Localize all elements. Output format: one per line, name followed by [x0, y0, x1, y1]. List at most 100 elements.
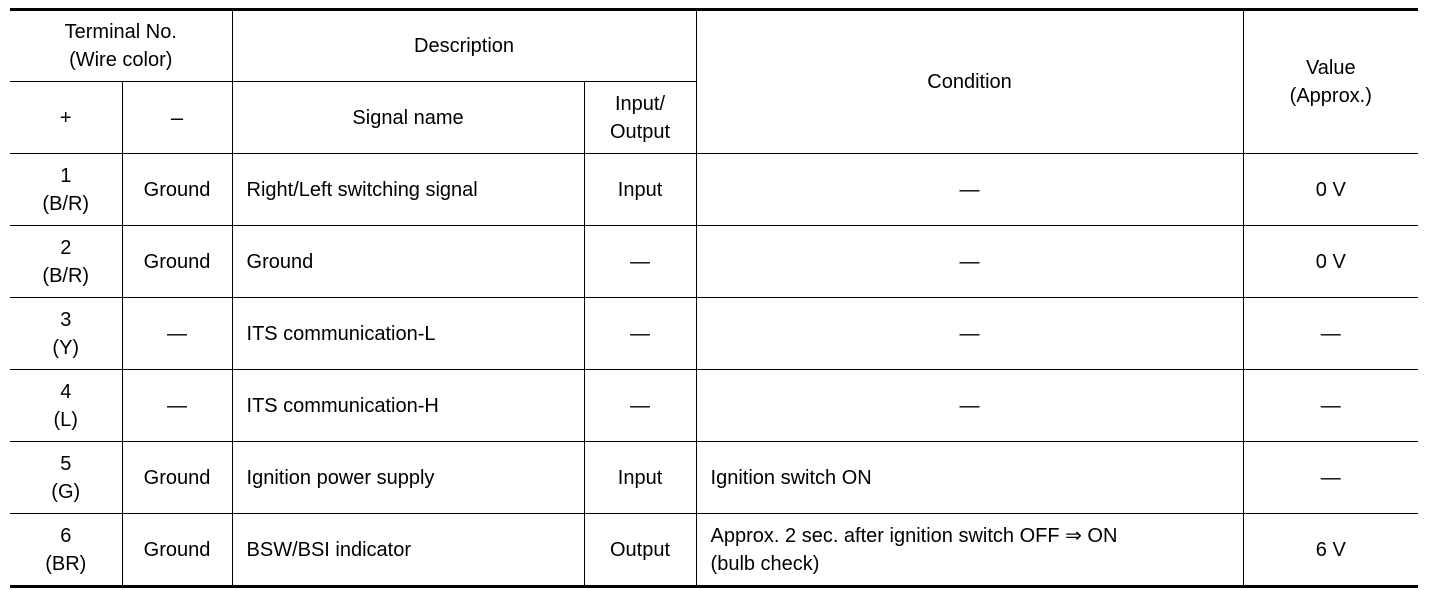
minus-cell-text: Ground	[143, 178, 211, 201]
condition-cell: —	[695, 153, 1244, 226]
terminal-cell-text: 3	[60, 308, 72, 331]
terminal-cell: 5 (G)	[10, 441, 123, 514]
signal-name-cell-text: BSW/BSI indicator	[246, 538, 412, 561]
value-cell: 6 V	[1242, 513, 1419, 588]
table-row: 2 (B/R) Ground Ground — — 0 V	[10, 225, 1419, 298]
minus-cell-text: —	[167, 322, 187, 345]
input-output-cell: —	[583, 225, 697, 298]
signal-name-cell-text: Ignition power supply	[246, 466, 435, 489]
terminal-cell-text: 1	[60, 164, 72, 187]
value-cell: —	[1242, 369, 1419, 442]
terminal-cell-text: 6	[60, 524, 72, 547]
terminal-cell: 6 (BR)	[10, 513, 123, 588]
input-output-cell-text: Output	[610, 538, 671, 561]
input-output-cell-text: Input	[617, 178, 663, 201]
minus-cell: Ground	[121, 441, 233, 514]
value-header-line2: (Approx.)	[1289, 85, 1372, 107]
terminal-cell-text: (B/R)	[42, 264, 90, 287]
table-row: 4 (L) — ITS communication-H — — —	[10, 369, 1419, 442]
terminal-cell: 4 (L)	[10, 369, 123, 442]
condition-header: Condition	[695, 8, 1244, 154]
terminal-cell: 1 (B/R)	[10, 153, 123, 226]
value-cell: 0 V	[1242, 153, 1419, 226]
table-row: 1 (B/R) Ground Right/Left switching signal I…	[10, 153, 1419, 226]
value-cell-text: —	[1320, 394, 1341, 417]
value-cell-text: —	[1320, 322, 1341, 345]
terminal-spec-table: Terminal No. (Wire color) Description Co…	[10, 8, 1419, 588]
signal-name-cell: ITS communication-H	[231, 369, 585, 442]
condition-cell: —	[695, 369, 1244, 442]
input-output-cell: Input	[583, 153, 697, 226]
minus-cell: Ground	[121, 513, 233, 588]
terminal-cell-text: (BR)	[45, 552, 87, 575]
condition-cell-text: —	[959, 322, 980, 345]
signal-name-cell-text: Ground	[246, 250, 314, 273]
value-cell: 0 V	[1242, 225, 1419, 298]
signal-name-cell-text: ITS communication-H	[246, 394, 439, 417]
input-output-cell-text: Input	[617, 466, 663, 489]
signal-name-cell-text: ITS communication-L	[246, 322, 436, 345]
condition-cell-text: (bulb check)	[710, 552, 820, 575]
terminal-cell-text: 2	[60, 236, 72, 259]
input-output-cell: Input	[583, 441, 697, 514]
condition-cell: —	[695, 225, 1244, 298]
description-header: Description	[231, 8, 697, 82]
terminal-header-line1: Terminal No.	[64, 21, 177, 43]
minus-cell: —	[121, 369, 233, 442]
terminal-cell-text: (B/R)	[42, 192, 90, 215]
input-output-cell-text: —	[630, 250, 651, 273]
condition-cell-text: —	[959, 394, 980, 417]
condition-cell: —	[695, 297, 1244, 370]
signal-name-header: Signal name	[231, 81, 585, 154]
minus-cell-text: Ground	[143, 538, 211, 561]
table-row: 5 (G) Ground Ignition power supply Input Igni…	[10, 441, 1419, 514]
input-output-cell-text: —	[630, 322, 651, 345]
terminal-header-line2: (Wire color)	[69, 49, 173, 71]
condition-cell-text: Ignition switch ON	[710, 466, 872, 489]
minus-cell: Ground	[121, 153, 233, 226]
table-row: 6 (BR) Ground BSW/BSI indicator Output Approx…	[10, 513, 1419, 588]
value-cell: —	[1242, 441, 1419, 514]
signal-name-cell: Ground	[231, 225, 585, 298]
condition-cell: Ignition switch ON	[695, 441, 1244, 514]
table-row: 3 (Y) — ITS communication-L — — —	[10, 297, 1419, 370]
input-output-cell-text: —	[630, 394, 651, 417]
minus-cell: —	[121, 297, 233, 370]
header-row-1: Terminal No. (Wire color) Description Co…	[10, 8, 1419, 154]
signal-name-cell: BSW/BSI indicator	[231, 513, 585, 588]
value-cell: —	[1242, 297, 1419, 370]
signal-name-cell: Ignition power supply	[231, 441, 585, 514]
input-output-cell: Output	[583, 513, 697, 588]
minus-cell-text: —	[167, 394, 187, 417]
minus-cell-text: Ground	[143, 250, 211, 273]
condition-cell-text: —	[959, 178, 980, 201]
value-header-line1: Value	[1305, 57, 1356, 79]
signal-name-cell: ITS communication-L	[231, 297, 585, 370]
minus-header: –	[121, 81, 233, 154]
condition-cell-text: Approx. 2 sec. after ignition switch OFF…	[710, 524, 1118, 547]
plus-header: +	[10, 81, 123, 154]
input-output-cell: —	[583, 369, 697, 442]
value-cell-text: —	[1320, 466, 1341, 489]
io-header-line1: Input/	[615, 92, 666, 115]
terminal-cell-text: 4	[60, 380, 72, 403]
condition-cell-text: —	[959, 250, 980, 273]
value-cell-text: 6 V	[1315, 538, 1346, 561]
input-output-header: Input/ Output	[583, 81, 697, 154]
minus-cell: Ground	[121, 225, 233, 298]
value-header: Value (Approx.)	[1242, 8, 1419, 154]
minus-cell-text: Ground	[143, 466, 211, 489]
terminal-header: Terminal No. (Wire color)	[10, 8, 233, 82]
terminal-cell: 3 (Y)	[10, 297, 123, 370]
terminal-cell-text: (L)	[53, 408, 78, 431]
io-header-line2: Output	[610, 120, 671, 143]
terminal-cell-text: 5	[60, 452, 72, 475]
terminal-cell-text: (Y)	[52, 336, 80, 359]
terminal-cell-text: (G)	[51, 480, 81, 503]
terminal-cell: 2 (B/R)	[10, 225, 123, 298]
value-cell-text: 0 V	[1315, 250, 1346, 273]
condition-cell: Approx. 2 sec. after ignition switch OFF…	[695, 513, 1244, 588]
value-cell-text: 0 V	[1315, 178, 1346, 201]
signal-name-cell-text: Right/Left switching signal	[246, 178, 478, 201]
